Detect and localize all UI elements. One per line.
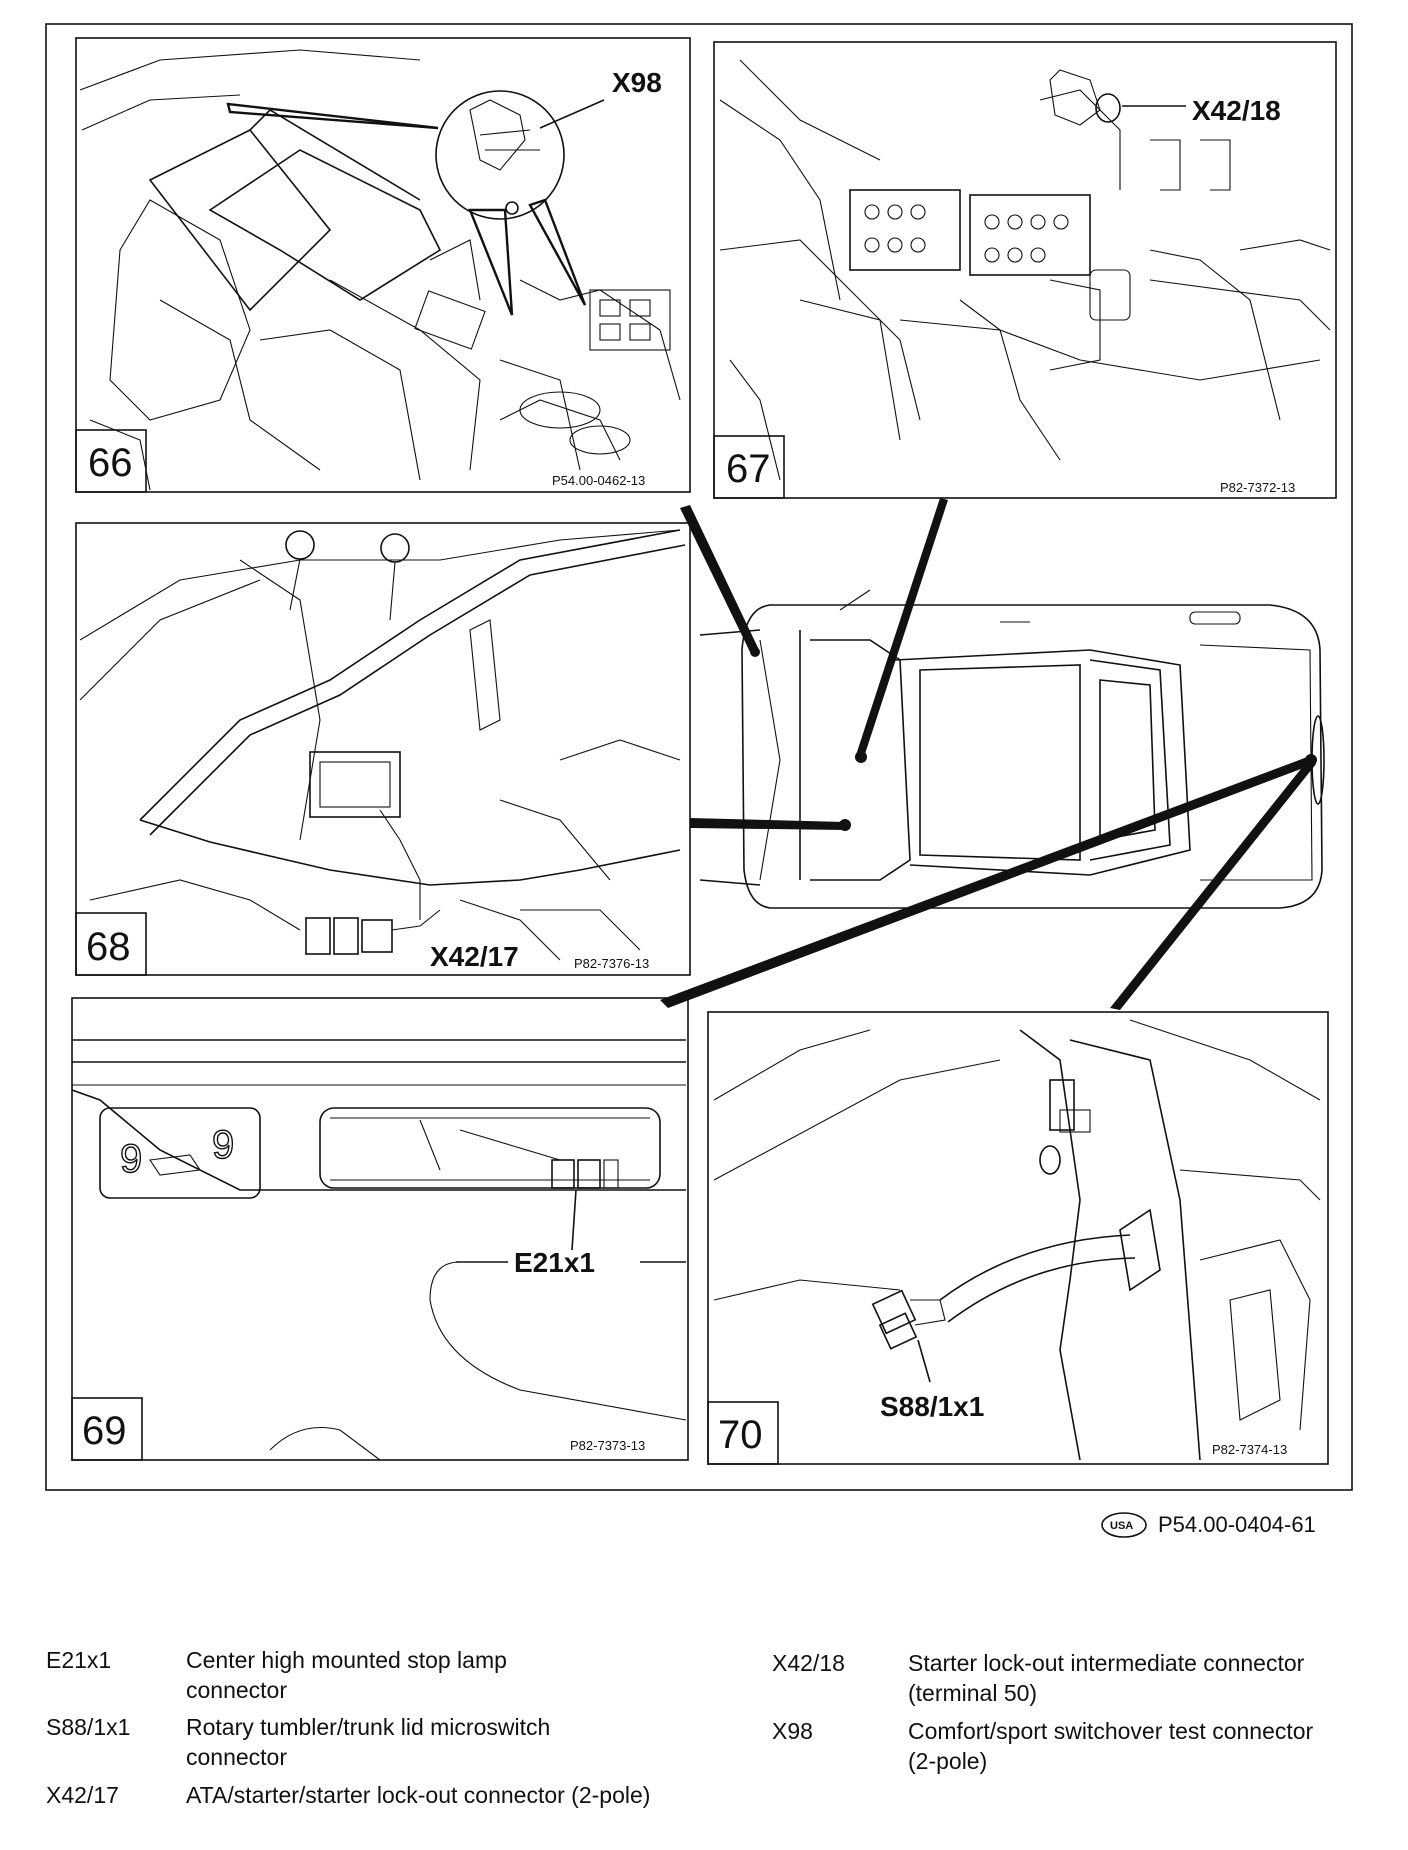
panel-69: 9 9 E21x1 69 P82-7373-13 (71, 997, 689, 1461)
connector-location-diagram: X98 66 P54.00-0462-13 X42/18 67 (45, 23, 1353, 1538)
x98-detail-circle (435, 90, 565, 220)
panel-ref-66: P54.00-0462-13 (552, 473, 645, 488)
svg-text:9: 9 (212, 1123, 234, 1167)
panel-ref-70: P82-7374-13 (1212, 1442, 1287, 1457)
panel-number-69: 69 (82, 1409, 127, 1453)
usa-badge-label: USA (1110, 1520, 1133, 1532)
panel-number-66: 66 (88, 441, 133, 485)
legend-desc: ATA/starter/starter lock-out connector (… (186, 1782, 651, 1808)
panel-68: X42/17 68 P82-7376-13 (75, 522, 691, 976)
panel-66: X98 66 P54.00-0462-13 (75, 37, 691, 493)
outer-frame (45, 23, 1353, 1491)
legend-desc: Starter lock-out intermediate connector … (908, 1650, 1305, 1706)
legend-code: S88/1x1 (46, 1714, 131, 1740)
panel-70: S88/1x1 70 P82-7374-13 (707, 1011, 1329, 1465)
svg-text:9: 9 (120, 1137, 142, 1181)
usa-badge (1101, 1512, 1147, 1538)
legend-desc: Center high mounted stop lamp connector (186, 1647, 507, 1703)
panel-number-68: 68 (86, 925, 131, 969)
figure-ref: P54.00-0404-61 (1158, 1512, 1316, 1537)
car-top-view (660, 498, 1325, 1010)
legend-code: X98 (772, 1718, 813, 1744)
panel-ref-69: P82-7373-13 (570, 1438, 645, 1453)
legend-code: X42/18 (772, 1650, 845, 1676)
legend-desc: Comfort/sport switchover test connector … (908, 1718, 1314, 1774)
callout-x42-17: X42/17 (430, 941, 519, 972)
panel-number-70: 70 (718, 1413, 763, 1457)
panel-number-67: 67 (726, 447, 771, 491)
legend-code: X42/17 (46, 1782, 119, 1808)
callout-e21x1: E21x1 (514, 1247, 595, 1278)
legend-code: E21x1 (46, 1647, 112, 1673)
figure-reference: USA P54.00-0404-61 (1101, 1512, 1316, 1538)
panel-ref-67: P82-7372-13 (1220, 480, 1295, 495)
panel-67: X42/18 67 P82-7372-13 (713, 41, 1337, 499)
callout-s88-1x1: S88/1x1 (880, 1391, 984, 1422)
callout-x42-18: X42/18 (1192, 95, 1281, 126)
panel-ref-68: P82-7376-13 (574, 956, 649, 971)
callout-x98: X98 (612, 67, 662, 98)
legend-desc: Rotary tumbler/trunk lid microswitch con… (186, 1714, 551, 1770)
